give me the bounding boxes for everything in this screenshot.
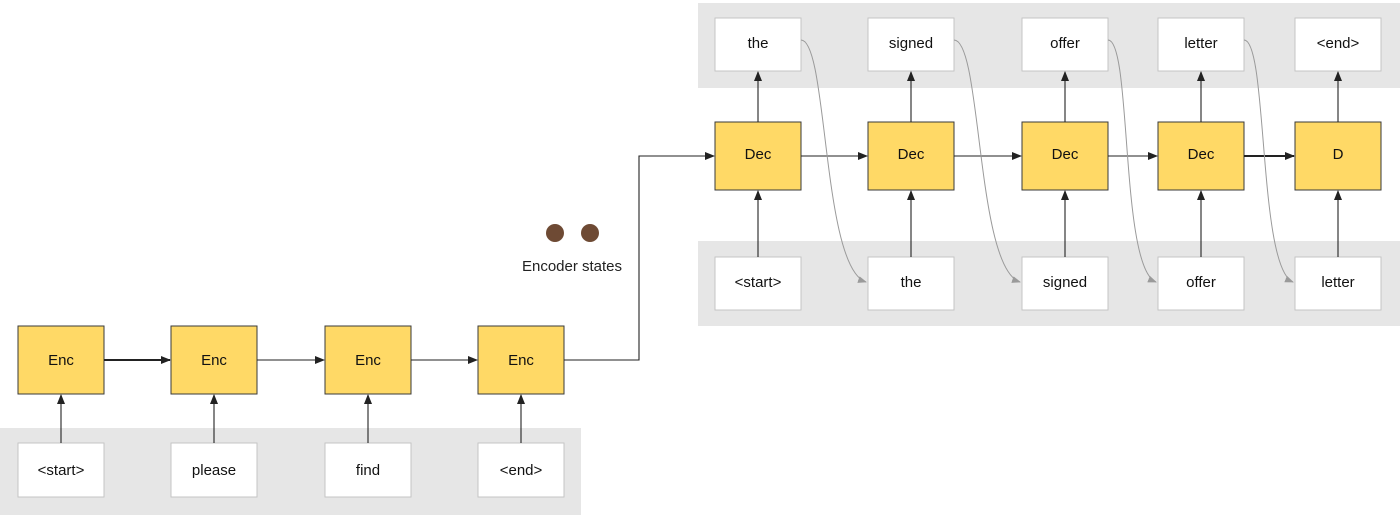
decoder-cell: Dec bbox=[714, 121, 802, 191]
encoder-cell-label: Enc bbox=[48, 352, 74, 369]
decoder-input-label: letter bbox=[1321, 274, 1354, 291]
decoder-output-token: <end> bbox=[1294, 17, 1382, 72]
encoder-cell-label: Enc bbox=[508, 352, 534, 369]
encoder-input-label: <end> bbox=[500, 462, 543, 479]
decoder-output-label: letter bbox=[1184, 35, 1217, 52]
decoder-cell-label: Dec bbox=[1188, 146, 1215, 163]
decoder-output-token: the bbox=[714, 17, 802, 72]
decoder-output-label: offer bbox=[1050, 35, 1080, 52]
encoder-input-token: <end> bbox=[477, 442, 565, 498]
encoder-input-label: find bbox=[356, 462, 380, 479]
encoder-input-label: <start> bbox=[38, 462, 85, 479]
encoder-cell-label: Enc bbox=[355, 352, 381, 369]
decoder-input-token: offer bbox=[1157, 256, 1245, 311]
encoder-cell: Enc bbox=[477, 325, 565, 395]
decoder-output-token: letter bbox=[1157, 17, 1245, 72]
decoder-input-label: the bbox=[901, 274, 922, 291]
decoder-cell-label: Dec bbox=[898, 146, 925, 163]
encoder-cell: Enc bbox=[324, 325, 412, 395]
encoder-input-token: <start> bbox=[17, 442, 105, 498]
decoder-input-label: offer bbox=[1186, 274, 1216, 291]
encoder-state-dot bbox=[581, 224, 599, 242]
decoder-cell: D bbox=[1294, 121, 1382, 191]
encoder-states-caption: Encoder states bbox=[522, 258, 622, 275]
decoder-input-token: signed bbox=[1021, 256, 1109, 311]
encoder-input-label: please bbox=[192, 462, 236, 479]
encoder-cell-label: Enc bbox=[201, 352, 227, 369]
decoder-output-token: offer bbox=[1021, 17, 1109, 72]
feedback-arrow bbox=[800, 39, 867, 283]
encoder-input-token: find bbox=[324, 442, 412, 498]
decoder-input-token: letter bbox=[1294, 256, 1382, 311]
encoder-cell: Enc bbox=[170, 325, 258, 395]
encoder-input-token: please bbox=[170, 442, 258, 498]
decoder-cell: Dec bbox=[1157, 121, 1245, 191]
feedback-arrow bbox=[1107, 39, 1157, 283]
decoder-input-token: <start> bbox=[714, 256, 802, 311]
decoder-cell-label: D bbox=[1333, 146, 1344, 163]
decoder-output-label: <end> bbox=[1317, 35, 1360, 52]
encoder-state-dot bbox=[546, 224, 564, 242]
decoder-cell-label: Dec bbox=[745, 146, 772, 163]
decoder-input-label: <start> bbox=[735, 274, 782, 291]
feedback-arrow bbox=[1243, 39, 1294, 283]
decoder-input-label: signed bbox=[1043, 274, 1087, 291]
decoder-output-token: signed bbox=[867, 17, 955, 72]
decoder-cell: Dec bbox=[867, 121, 955, 191]
feedback-arrow bbox=[953, 39, 1021, 283]
decoder-output-label: the bbox=[748, 35, 769, 52]
decoder-cell: Dec bbox=[1021, 121, 1109, 191]
decoder-input-token: the bbox=[867, 256, 955, 311]
encoder-state-arrow bbox=[564, 152, 715, 361]
encoder-cell: Enc bbox=[17, 325, 105, 395]
decoder-cell-label: Dec bbox=[1052, 146, 1079, 163]
decoder-output-label: signed bbox=[889, 35, 933, 52]
